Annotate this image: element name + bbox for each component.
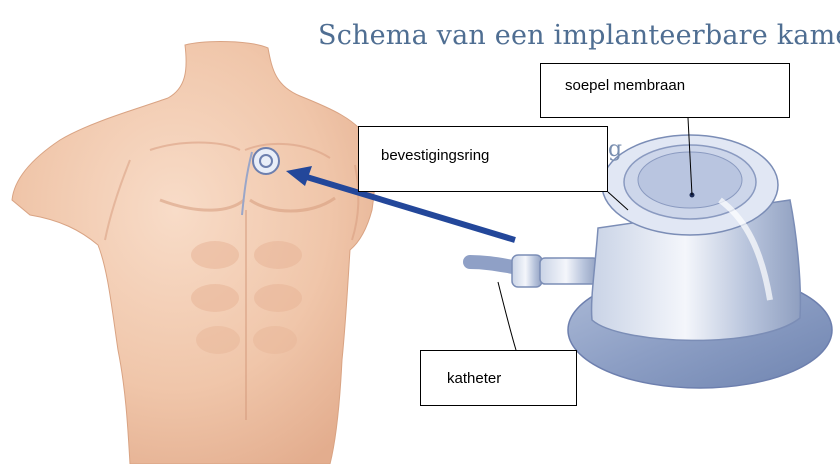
diagram-title: Schema van een implanteerbare kamer	[318, 20, 838, 51]
label-soepel-membraan: soepel membraan	[540, 63, 790, 118]
label-katheter: katheter	[420, 350, 577, 406]
label-text: katheter	[447, 370, 501, 387]
torso-figure	[12, 42, 375, 464]
label-text: soepel membraan	[565, 77, 685, 94]
label-text: bevestigingsring	[381, 147, 489, 164]
partial-text-fragment: g	[608, 137, 622, 162]
label-bevestigingsring: bevestigingsring	[358, 126, 608, 192]
